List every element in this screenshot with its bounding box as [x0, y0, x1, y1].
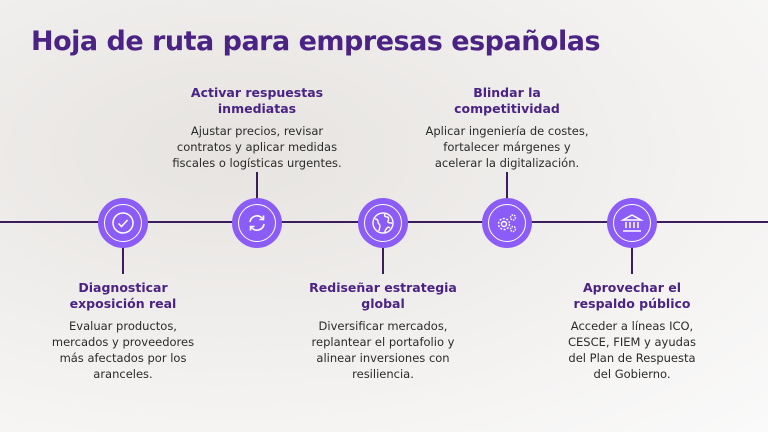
step-description: Ajustar precios, revisar contratos y apli…	[162, 123, 352, 171]
page-title: Hoja de ruta para empresas españolas	[31, 26, 601, 57]
title-line: Aprovechar el	[582, 280, 682, 295]
globe-icon	[372, 212, 394, 234]
body-line: Diversificar mercados,	[318, 319, 448, 333]
title-line: respaldo público	[573, 296, 691, 311]
body-line: contratos y aplicar medidas	[176, 140, 338, 154]
title-line: inmediatas	[217, 101, 297, 116]
bank-icon	[620, 214, 644, 232]
body-line: Evaluar productos,	[69, 319, 177, 333]
connector	[382, 246, 384, 274]
refresh-icon	[249, 215, 265, 231]
body-line: fiscales o logísticas urgentes.	[172, 156, 342, 170]
check-circle-icon	[112, 212, 134, 234]
title-line: Rediseñar estrategia	[309, 280, 457, 295]
node-redisenar	[358, 198, 408, 248]
step-description: Diversificar mercados, replantear el port…	[288, 318, 478, 382]
node-diagnosticar	[98, 198, 148, 248]
title-line: Diagnosticar	[78, 280, 168, 295]
body-line: CESCE, FIEM y ayudas	[568, 335, 696, 349]
connector	[256, 172, 258, 200]
step-description: Aplicar ingeniería de costes, fortalecer …	[412, 123, 602, 171]
title-line: Blindar la	[473, 85, 541, 100]
body-line: del Gobierno.	[593, 367, 671, 381]
body-line: Aplicar ingeniería de costes,	[425, 124, 589, 138]
body-line: aranceles.	[93, 367, 153, 381]
title-line: exposición real	[69, 296, 177, 311]
connector	[122, 246, 124, 274]
node-aprovechar	[607, 198, 657, 248]
step-description: Acceder a líneas ICO, CESCE, FIEM y ayuda…	[537, 318, 727, 382]
body-line: alinear inversiones con	[316, 351, 450, 365]
step-description: Evaluar productos, mercados y proveedores…	[28, 318, 218, 382]
body-line: Ajustar precios, revisar	[190, 124, 324, 138]
body-line: Acceder a líneas ICO,	[570, 319, 694, 333]
node-activar	[232, 198, 282, 248]
body-line: más afectados por los	[59, 351, 187, 365]
node-blindar	[482, 198, 532, 248]
connector	[631, 246, 633, 274]
title-line: Activar respuestas	[190, 85, 324, 100]
body-line: del Plan de Respuesta	[568, 351, 696, 365]
body-line: mercados y proveedores	[51, 335, 195, 349]
body-line: replantear el portafolio y	[311, 335, 455, 349]
body-line: acelerar la digitalización.	[434, 156, 580, 170]
title-line: competitividad	[454, 101, 560, 116]
body-line: resiliencia.	[352, 367, 414, 381]
gears-icon	[497, 214, 517, 233]
connector	[506, 172, 508, 200]
title-line: global	[361, 296, 405, 311]
body-line: fortalecer márgenes y	[443, 140, 571, 154]
